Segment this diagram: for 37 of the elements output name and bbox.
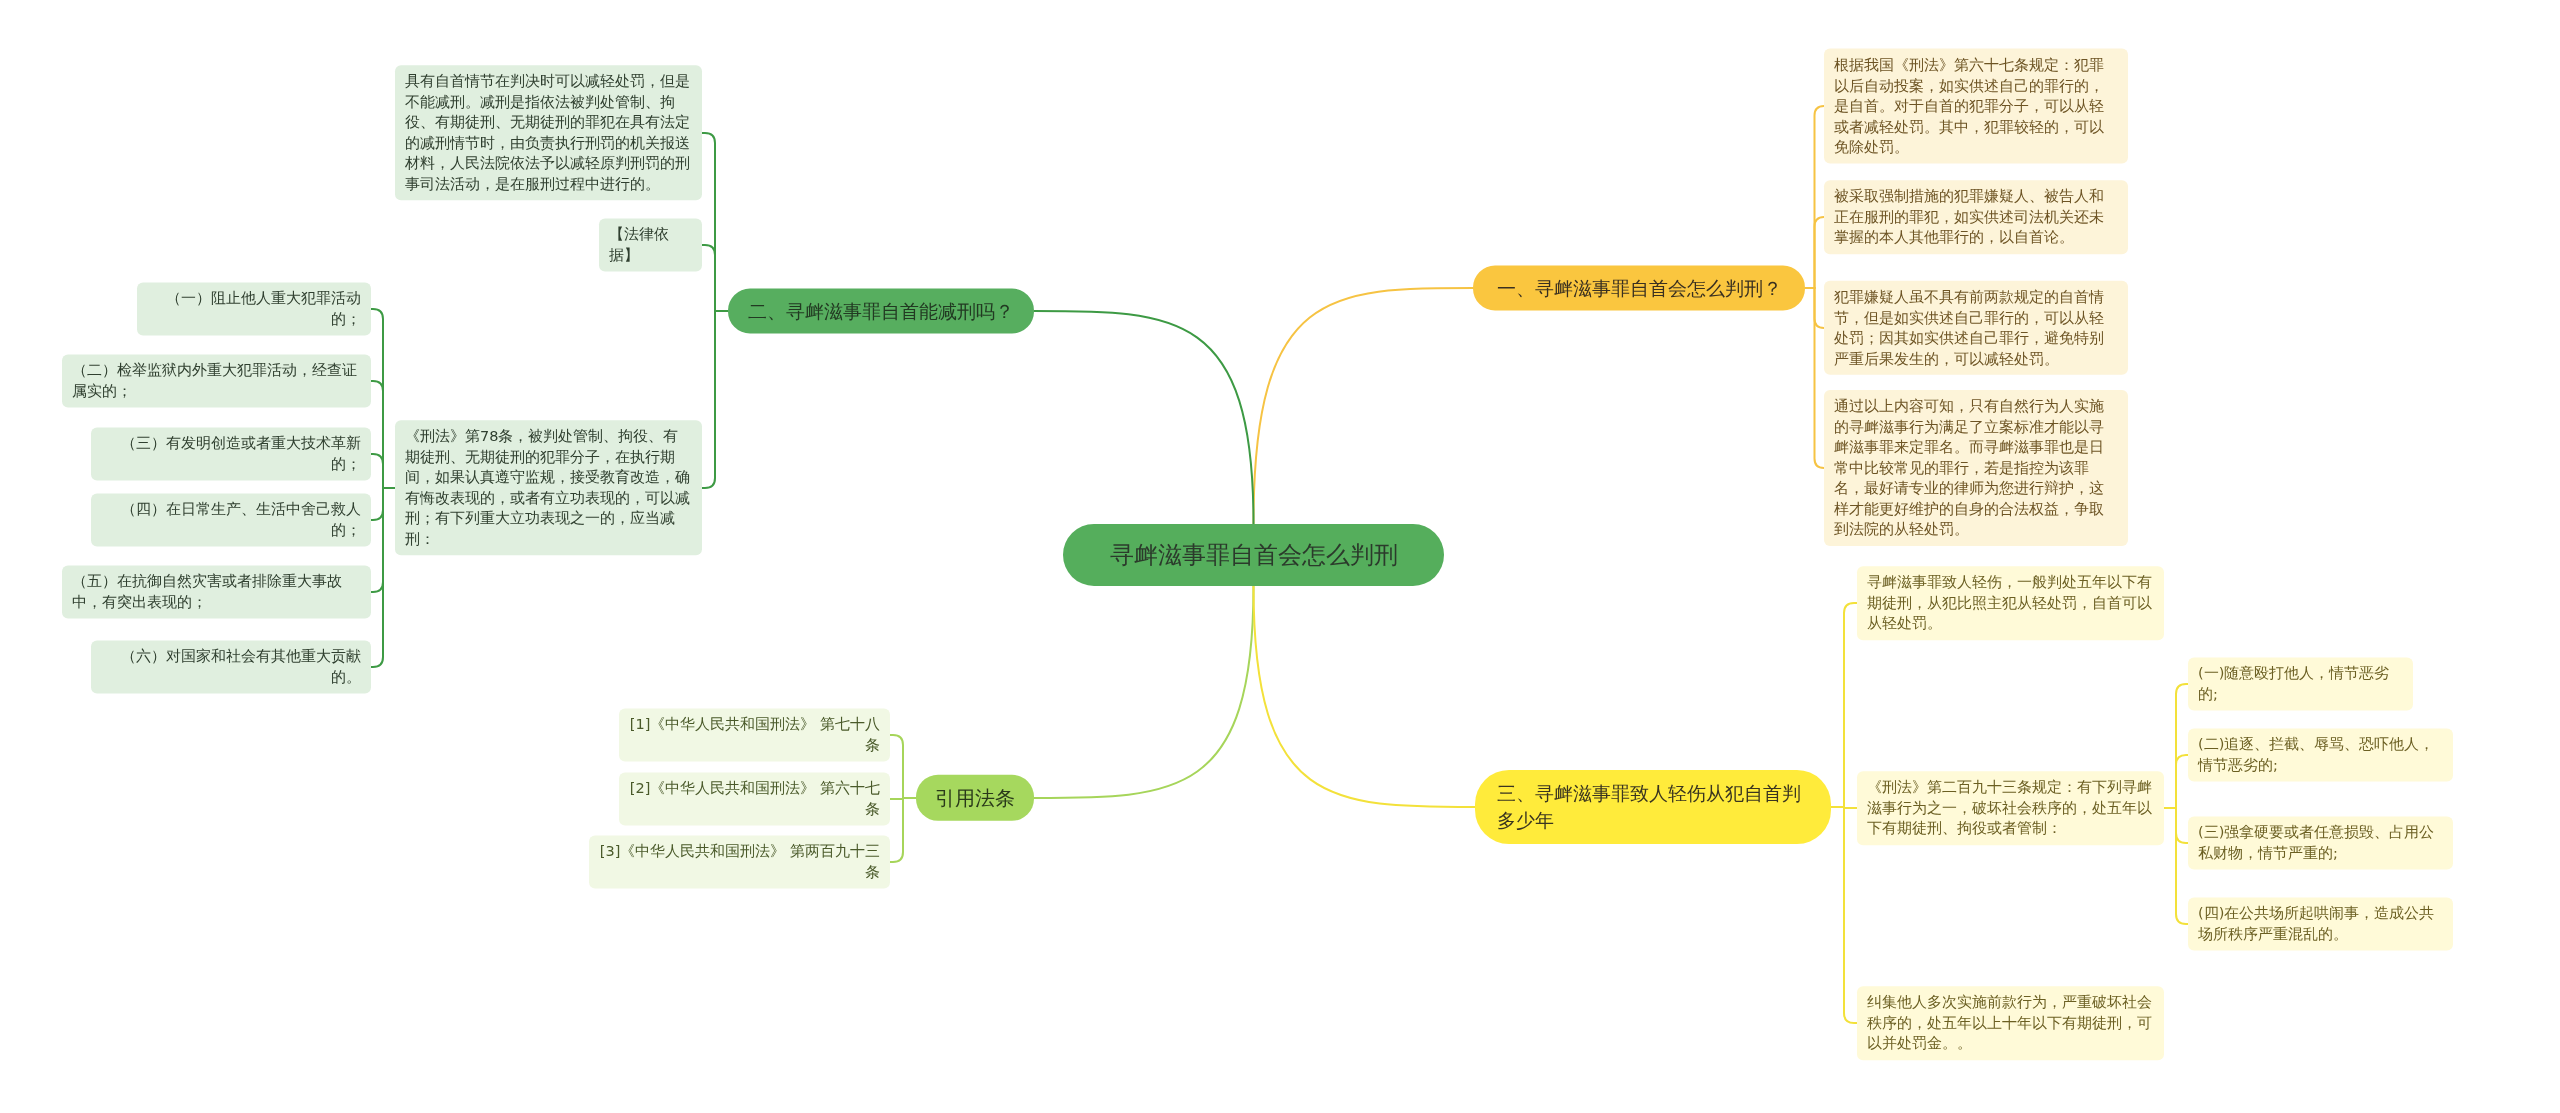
central-topic: 寻衅滋事罪自首会怎么判刑 [1063, 523, 1444, 587]
connector-line [1252, 585, 1476, 808]
subtopic-card: （四）在日常生产、生活中舍己救人的； [91, 493, 371, 547]
subtopic-card: [2]《中华人民共和国刑法》 第六十七条 [619, 772, 890, 826]
subtopic-card: 具有自首情节在判决时可以减轻处罚，但是不能减刑。减刑是指依法被判处管制、拘役、有期徒刑、无期徒刑的罪犯在具有法定的减刑情节时，由负责执行刑罚的机关报送材料，人民法院依法予以减轻原判刑罚的刑事司法活动，是在服刑过程中进行的。 [395, 65, 702, 201]
connector-line [889, 797, 917, 863]
subtopic-card: 《刑法》第78条，被判处管制、拘役、有期徒刑、无期徒刑的犯罪分子，在执行期间，如果认真遵守监规，接受教育改造，确有悔改表现的，或者有立功表现的，可以减刑；有下列重大立功表现之一的，应当减刑： [395, 420, 702, 556]
subtopic-card: (一)随意殴打他人，情节恶劣的; [2188, 657, 2413, 711]
connector-line [2163, 807, 2189, 925]
subtopic-card: (四)在公共场所起哄闹事，造成公共场所秩序严重混乱的。 [2188, 897, 2453, 951]
connector-line [701, 310, 729, 489]
subtopic-card: （六）对国家和社会有其他重大贡献的。 [91, 640, 371, 694]
subtopic-card: [3]《中华人民共和国刑法》 第两百九十三条 [589, 835, 890, 889]
connector-line [1804, 287, 1825, 469]
subtopic-card: （二）检举监狱内外重大犯罪活动，经查证属实的； [62, 354, 371, 408]
branch-topic: 三、寻衅滋事罪致人轻伤从犯自首判多少年 [1475, 770, 1831, 844]
branch-topic: 引用法条 [916, 774, 1034, 822]
branch-topic: 二、寻衅滋事罪自首能减刑吗？ [728, 288, 1034, 334]
connector-line [370, 487, 396, 668]
connector-line [1033, 310, 1255, 525]
subtopic-card: （五）在抗御自然灾害或者排除重大事故中，有突出表现的； [62, 565, 371, 619]
subtopic-card: [1]《中华人民共和国刑法》 第七十八条 [619, 708, 890, 762]
subtopic-card: （三）有发明创造或者重大技术革新的； [91, 427, 371, 481]
subtopic-card: 犯罪嫌疑人虽不具有前两款规定的自首情节，但是如实供述自己罪行的，可以从轻处罚；因其如实供述自己罪行，避免特别严重后果发生的，可以减轻处罚。 [1824, 280, 2128, 376]
subtopic-card: (三)强拿硬要或者任意损毁、占用公私财物，情节严重的; [2188, 816, 2453, 870]
subtopic-card: 寻衅滋事罪致人轻伤，一般判处五年以下有期徒刑，从犯比照主犯从轻处罚，自首可以从轻处罚。 [1857, 566, 2164, 640]
subtopic-card: 纠集他人多次实施前款行为，严重破坏社会秩序的，处五年以上十年以下有期徒刑，可以并处罚金。。 [1857, 986, 2164, 1060]
subtopic-card: （一）阻止他人重大犯罪活动的； [137, 282, 371, 336]
subtopic-card: 【法律依据】 [599, 218, 702, 272]
branch-topic: 一、寻衅滋事罪自首会怎么判刑？ [1473, 265, 1805, 311]
connector-line [1033, 585, 1255, 799]
connector-line [1830, 806, 1858, 1024]
subtopic-card: 《刑法》第二百九十三条规定：有下列寻衅滋事行为之一，破坏社会秩序的，处五年以下有期徒刑、拘役或者管制： [1857, 771, 2164, 845]
subtopic-card: 根据我国《刑法》第六十七条规定：犯罪以后自动投案，如实供述自己的罪行的，是自首。对于自首的犯罪分子，可以从轻或者减轻处罚。其中，犯罪较轻的，可以免除处罚。 [1824, 48, 2128, 164]
subtopic-card: 通过以上内容可知，只有自然行为人实施的寻衅滋事行为满足了立案标准才能以寻衅滋事罪来定罪名。而寻衅滋事罪也是日常中比较常见的罪行，若是指控为该罪名，最好请专业的律师为您进行辩护，这样才能更好维护的自身的合法权益，争取到法院的从轻处罚。 [1824, 390, 2128, 546]
subtopic-card: 被采取强制措施的犯罪嫌疑人、被告人和正在服刑的罪犯，如实供述司法机关还未掌握的本人其他罪行的，以自首论。 [1824, 180, 2128, 254]
subtopic-card: (二)追逐、拦截、辱骂、恐吓他人，情节恶劣的; [2188, 728, 2453, 782]
